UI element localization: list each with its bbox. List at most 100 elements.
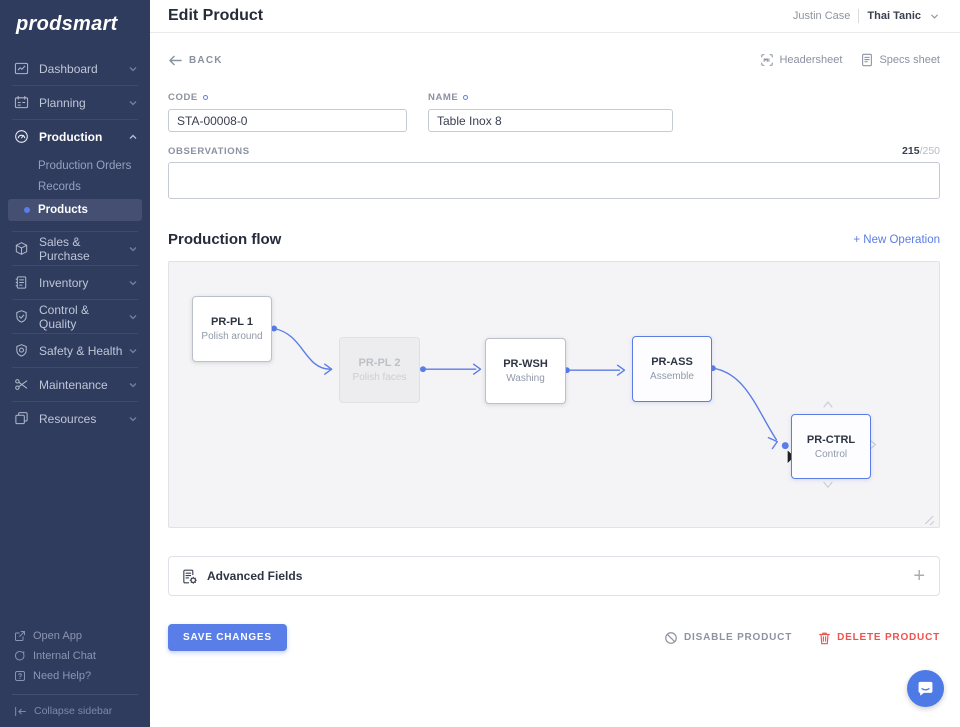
observations-label: OBSERVATIONS xyxy=(168,145,250,157)
active-dot-icon xyxy=(24,207,30,213)
open-app-label: Open App xyxy=(33,630,82,642)
sidebar-item-label: Production xyxy=(39,129,103,144)
sidebar-nav: Dashboard Planning Production Production… xyxy=(0,52,150,435)
need-help-link[interactable]: Need Help? xyxy=(0,666,150,686)
required-dot-icon xyxy=(463,95,469,100)
node-code: PR-CTRL xyxy=(806,433,856,446)
new-operation-button[interactable]: + New Operation xyxy=(853,233,940,246)
sidebar-item-inventory[interactable]: Inventory xyxy=(0,266,150,299)
content: BACK Headersheet Specs sheet CODE xyxy=(150,53,960,651)
code-input[interactable] xyxy=(168,109,407,132)
flow-node-pr-ass[interactable]: PR-ASS Assemble xyxy=(632,336,712,402)
sidebar-item-production[interactable]: Production xyxy=(0,120,150,153)
sidebar-footer-divider xyxy=(12,694,138,695)
observations-textarea[interactable] xyxy=(168,162,940,199)
headersheet-label: Headersheet xyxy=(779,54,843,66)
gauge-icon xyxy=(14,129,29,144)
user-area: Justin Case Thai Tanic xyxy=(793,9,940,23)
subnav-label: Products xyxy=(38,204,88,216)
required-dot-icon xyxy=(202,95,208,100)
disable-product-button[interactable]: DISABLE PRODUCT xyxy=(664,631,792,645)
chat-launcher-button[interactable] xyxy=(907,670,944,707)
advanced-fields-expander[interactable]: Advanced Fields + xyxy=(168,556,940,596)
chevron-up-icon xyxy=(129,134,137,139)
delete-product-button[interactable]: DELETE PRODUCT xyxy=(818,631,940,645)
code-label: CODE xyxy=(168,92,407,103)
sidebar-divider xyxy=(12,231,138,232)
sidebar: prodsmart Dashboard Planning Production … xyxy=(0,0,150,727)
flow-node-pr-wsh[interactable]: PR-WSH Washing xyxy=(485,338,566,404)
chevron-down-icon xyxy=(129,416,137,421)
sidebar-divider xyxy=(12,299,138,300)
tools-icon xyxy=(14,377,29,392)
internal-chat-link[interactable]: Internal Chat xyxy=(0,646,150,666)
sidebar-item-dashboard[interactable]: Dashboard xyxy=(0,52,150,85)
collapse-icon xyxy=(15,706,26,716)
sidebar-item-resources[interactable]: Resources xyxy=(0,402,150,435)
sidebar-divider xyxy=(12,265,138,266)
flow-node-pr-pl-2[interactable]: PR-PL 2 Polish faces xyxy=(339,337,420,403)
right-actions: DISABLE PRODUCT DELETE PRODUCT xyxy=(664,631,940,645)
help-icon xyxy=(15,671,25,681)
chat-bubble-icon xyxy=(14,651,25,661)
sidebar-item-label: Control & Quality xyxy=(39,302,90,331)
app-logo: prodsmart xyxy=(16,13,118,35)
sidebar-item-control-quality[interactable]: Control & Quality xyxy=(0,300,150,333)
sidebar-divider xyxy=(12,401,138,402)
back-button[interactable]: BACK xyxy=(168,54,223,67)
sidebar-divider xyxy=(12,367,138,368)
chevron-down-icon xyxy=(129,280,137,285)
production-flow-canvas[interactable]: PR-PL 1 Polish around PR-PL 2 Polish fac… xyxy=(168,261,940,528)
specs-sheet-button[interactable]: Specs sheet xyxy=(860,53,940,67)
chevron-down-icon xyxy=(129,348,137,353)
shield-check-icon xyxy=(14,309,29,324)
node-name: Polish around xyxy=(201,331,263,342)
main-area: Edit Product Justin Case Thai Tanic BACK… xyxy=(150,0,960,727)
sidebar-item-safety-health[interactable]: Safety & Health xyxy=(0,334,150,367)
sheet-links: Headersheet Specs sheet xyxy=(760,53,940,67)
name-field-group: NAME xyxy=(428,92,673,132)
back-label: BACK xyxy=(189,54,223,66)
toolbar: BACK Headersheet Specs sheet xyxy=(168,53,940,67)
open-app-link[interactable]: Open App xyxy=(0,626,150,646)
save-changes-button[interactable]: SAVE CHANGES xyxy=(168,624,287,651)
sidebar-item-maintenance[interactable]: Maintenance xyxy=(0,368,150,401)
advanced-fields-label: Advanced Fields xyxy=(207,569,303,583)
sidebar-divider xyxy=(12,333,138,334)
subnav-label: Production Orders xyxy=(38,159,132,172)
company-name[interactable]: Thai Tanic xyxy=(867,10,921,22)
production-subnav: Production Orders Records Products xyxy=(0,153,150,231)
code-field-group: CODE xyxy=(168,92,407,132)
sidebar-item-sales-purchase[interactable]: Sales & Purchase xyxy=(0,232,150,265)
production-flow-title: Production flow xyxy=(168,231,282,248)
sidebar-item-label: Planning xyxy=(39,95,86,110)
sidebar-item-products[interactable]: Products xyxy=(8,199,142,221)
chevron-down-icon[interactable] xyxy=(929,11,940,22)
sidebar-item-production-orders[interactable]: Production Orders xyxy=(0,155,150,176)
chevron-down-icon xyxy=(129,314,137,319)
expand-plus-icon[interactable]: + xyxy=(913,565,925,587)
name-input[interactable] xyxy=(428,109,673,132)
connection-handles xyxy=(823,401,877,488)
shield-badge-icon xyxy=(14,343,29,358)
flow-node-pr-pl-1[interactable]: PR-PL 1 Polish around xyxy=(192,296,272,362)
flow-node-pr-ctrl[interactable]: PR-CTRL Control xyxy=(791,414,871,479)
form-row: CODE NAME xyxy=(168,92,940,132)
headersheet-button[interactable]: Headersheet xyxy=(760,53,842,67)
resize-handle-icon xyxy=(924,515,935,526)
page-header: Edit Product Justin Case Thai Tanic xyxy=(150,0,960,33)
page-title: Edit Product xyxy=(168,7,264,24)
node-name: Washing xyxy=(506,373,545,384)
char-max: /250 xyxy=(919,145,940,157)
sidebar-item-records[interactable]: Records xyxy=(0,176,150,197)
observations-head: OBSERVATIONS 215/250 xyxy=(168,145,940,157)
sidebar-item-label: Resources xyxy=(39,411,97,426)
chevron-down-icon xyxy=(129,246,137,251)
trash-icon xyxy=(819,632,831,644)
sidebar-item-label: Dashboard xyxy=(39,61,98,76)
chevron-down-icon xyxy=(129,66,137,71)
collapse-sidebar-button[interactable]: Collapse sidebar xyxy=(0,701,150,721)
sidebar-item-planning[interactable]: Planning xyxy=(0,86,150,119)
sidebar-item-label: Maintenance xyxy=(39,377,108,392)
